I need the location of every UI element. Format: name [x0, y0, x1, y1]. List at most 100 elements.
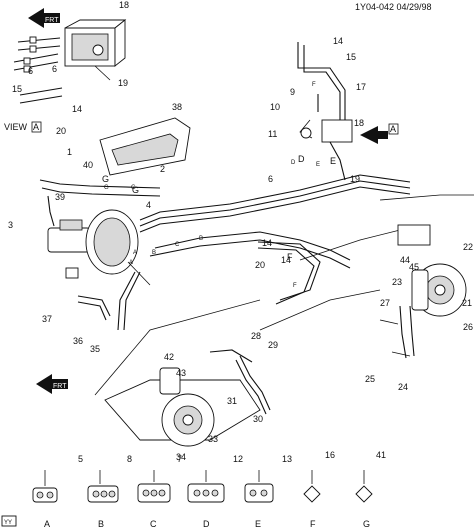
frt-arrow-bottom: FRT	[36, 374, 68, 394]
callout-label: 14	[333, 36, 343, 46]
master-cylinder	[47, 219, 91, 253]
callout-label: 45	[409, 262, 419, 272]
callout-label: 2	[160, 164, 165, 174]
bottom-row-letter: C	[150, 519, 157, 529]
line-letter: D	[291, 160, 296, 166]
callout-label: G	[132, 185, 139, 195]
callout-label: 24	[398, 382, 408, 392]
callout-label: 19	[350, 174, 360, 184]
modulator-assembly	[64, 19, 127, 81]
clip-g	[355, 485, 373, 503]
callout-label: 11	[268, 129, 277, 139]
callout-label: 14	[72, 104, 82, 114]
callout-label: 30	[253, 414, 263, 424]
callout-label: 35	[90, 344, 100, 354]
callout-label: 12	[233, 454, 243, 464]
callout-label: A	[390, 124, 396, 134]
callout-label: 6	[52, 64, 57, 74]
line-letter: E	[316, 162, 320, 168]
bottom-row-letter: G	[363, 519, 370, 529]
line-letter: G	[131, 185, 136, 191]
view-a-box	[31, 121, 42, 133]
callout-label: 40	[83, 160, 93, 170]
callout-label: 9	[290, 87, 295, 97]
clip-a	[32, 487, 58, 503]
callout-label: 10	[270, 102, 280, 112]
callout-label: 33	[208, 434, 218, 444]
drawing-code: 1Y04-042 04/29/98	[355, 2, 432, 12]
corner-mark: YY	[4, 520, 12, 526]
mid-brake-lines	[257, 241, 321, 305]
bracket-38	[99, 117, 191, 176]
clip-d	[187, 483, 225, 503]
callout-label: 6	[268, 174, 273, 184]
line-letter: C	[175, 242, 180, 248]
callout-label: 29	[268, 340, 278, 350]
callout-label: 23	[392, 277, 402, 287]
clip-b	[87, 485, 119, 503]
callout-label: 21	[462, 298, 472, 308]
frt-view-a-arrow	[360, 126, 388, 144]
bottom-leaders	[44, 470, 365, 486]
callout-label: 4	[146, 200, 151, 210]
callout-label: 28	[251, 331, 261, 341]
callout-label: VIEW	[4, 122, 28, 132]
callout-label: 6	[28, 66, 33, 76]
callout-label: 18	[119, 0, 129, 10]
brake-booster	[85, 209, 151, 286]
callout-label: 37	[42, 314, 52, 324]
callout-label: 14	[262, 238, 272, 248]
callout-label: 17	[356, 82, 366, 92]
callout-label: D	[298, 154, 305, 164]
brake-line-fittings-top	[13, 36, 63, 104]
line-letter: B	[199, 236, 203, 242]
callout-label: 13	[282, 454, 292, 464]
callout-label: 41	[376, 450, 386, 460]
front-left-brake	[104, 349, 271, 447]
callout-label: G	[102, 174, 109, 184]
callout-label: 27	[380, 298, 390, 308]
callout-label: 34	[176, 452, 186, 462]
bottom-row-letter: E	[255, 519, 261, 529]
callout-label: 1	[67, 147, 72, 157]
callout-label: 3	[8, 220, 13, 230]
callout-label: 15	[12, 84, 22, 94]
callout-label: 42	[164, 352, 174, 362]
bottom-row-letter: D	[203, 519, 210, 529]
callout-label: 5	[78, 454, 83, 464]
clip-e	[244, 483, 274, 503]
line-letter: A	[129, 260, 133, 266]
line-letter: G	[104, 185, 109, 191]
callout-label: 22	[463, 242, 473, 252]
bottom-row-letter: F	[310, 519, 316, 529]
svg-text:FRT: FRT	[53, 383, 67, 390]
bottom-row-letter: B	[98, 519, 104, 529]
callout-label: 31	[227, 396, 237, 406]
bottom-row-letter: A	[44, 519, 50, 529]
callout-label: 8	[127, 454, 132, 464]
callout-label: 25	[365, 374, 375, 384]
line-letter: A	[133, 250, 137, 256]
clip-f	[303, 485, 321, 503]
body-outline	[94, 194, 474, 396]
callout-label: 18	[354, 118, 364, 128]
callout-label: 14	[281, 255, 291, 265]
svg-text:FRT: FRT	[45, 17, 59, 24]
callout-label: E	[330, 156, 336, 166]
callout-label: 39	[55, 192, 65, 202]
callout-label: F	[287, 252, 293, 262]
line-letter: B	[152, 250, 156, 256]
clip-c	[137, 483, 171, 503]
callout-label: 16	[325, 450, 335, 460]
rear-right-brake	[379, 224, 467, 359]
frt-arrow-top: FRT	[28, 8, 60, 28]
callout-label: 43	[176, 368, 186, 378]
callout-label: A	[33, 122, 39, 132]
callout-label: 7	[177, 454, 182, 464]
rear-brake-lines	[297, 42, 353, 181]
line-letter: F	[293, 283, 297, 289]
callout-label: 15	[346, 52, 356, 62]
callout-label: 19	[118, 78, 128, 88]
callout-label: 36	[73, 336, 83, 346]
